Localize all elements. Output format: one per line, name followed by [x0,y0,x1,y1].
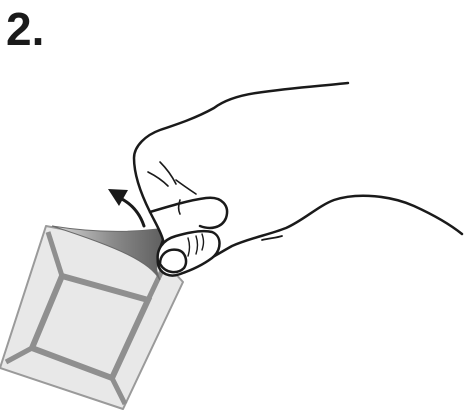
arrow-shaft [120,198,144,226]
thumb-nail [160,250,186,272]
hand-icon [134,83,462,276]
curved-arrow-peel-icon [108,189,144,226]
wrist-line [262,236,282,240]
arrow-head [108,189,128,206]
